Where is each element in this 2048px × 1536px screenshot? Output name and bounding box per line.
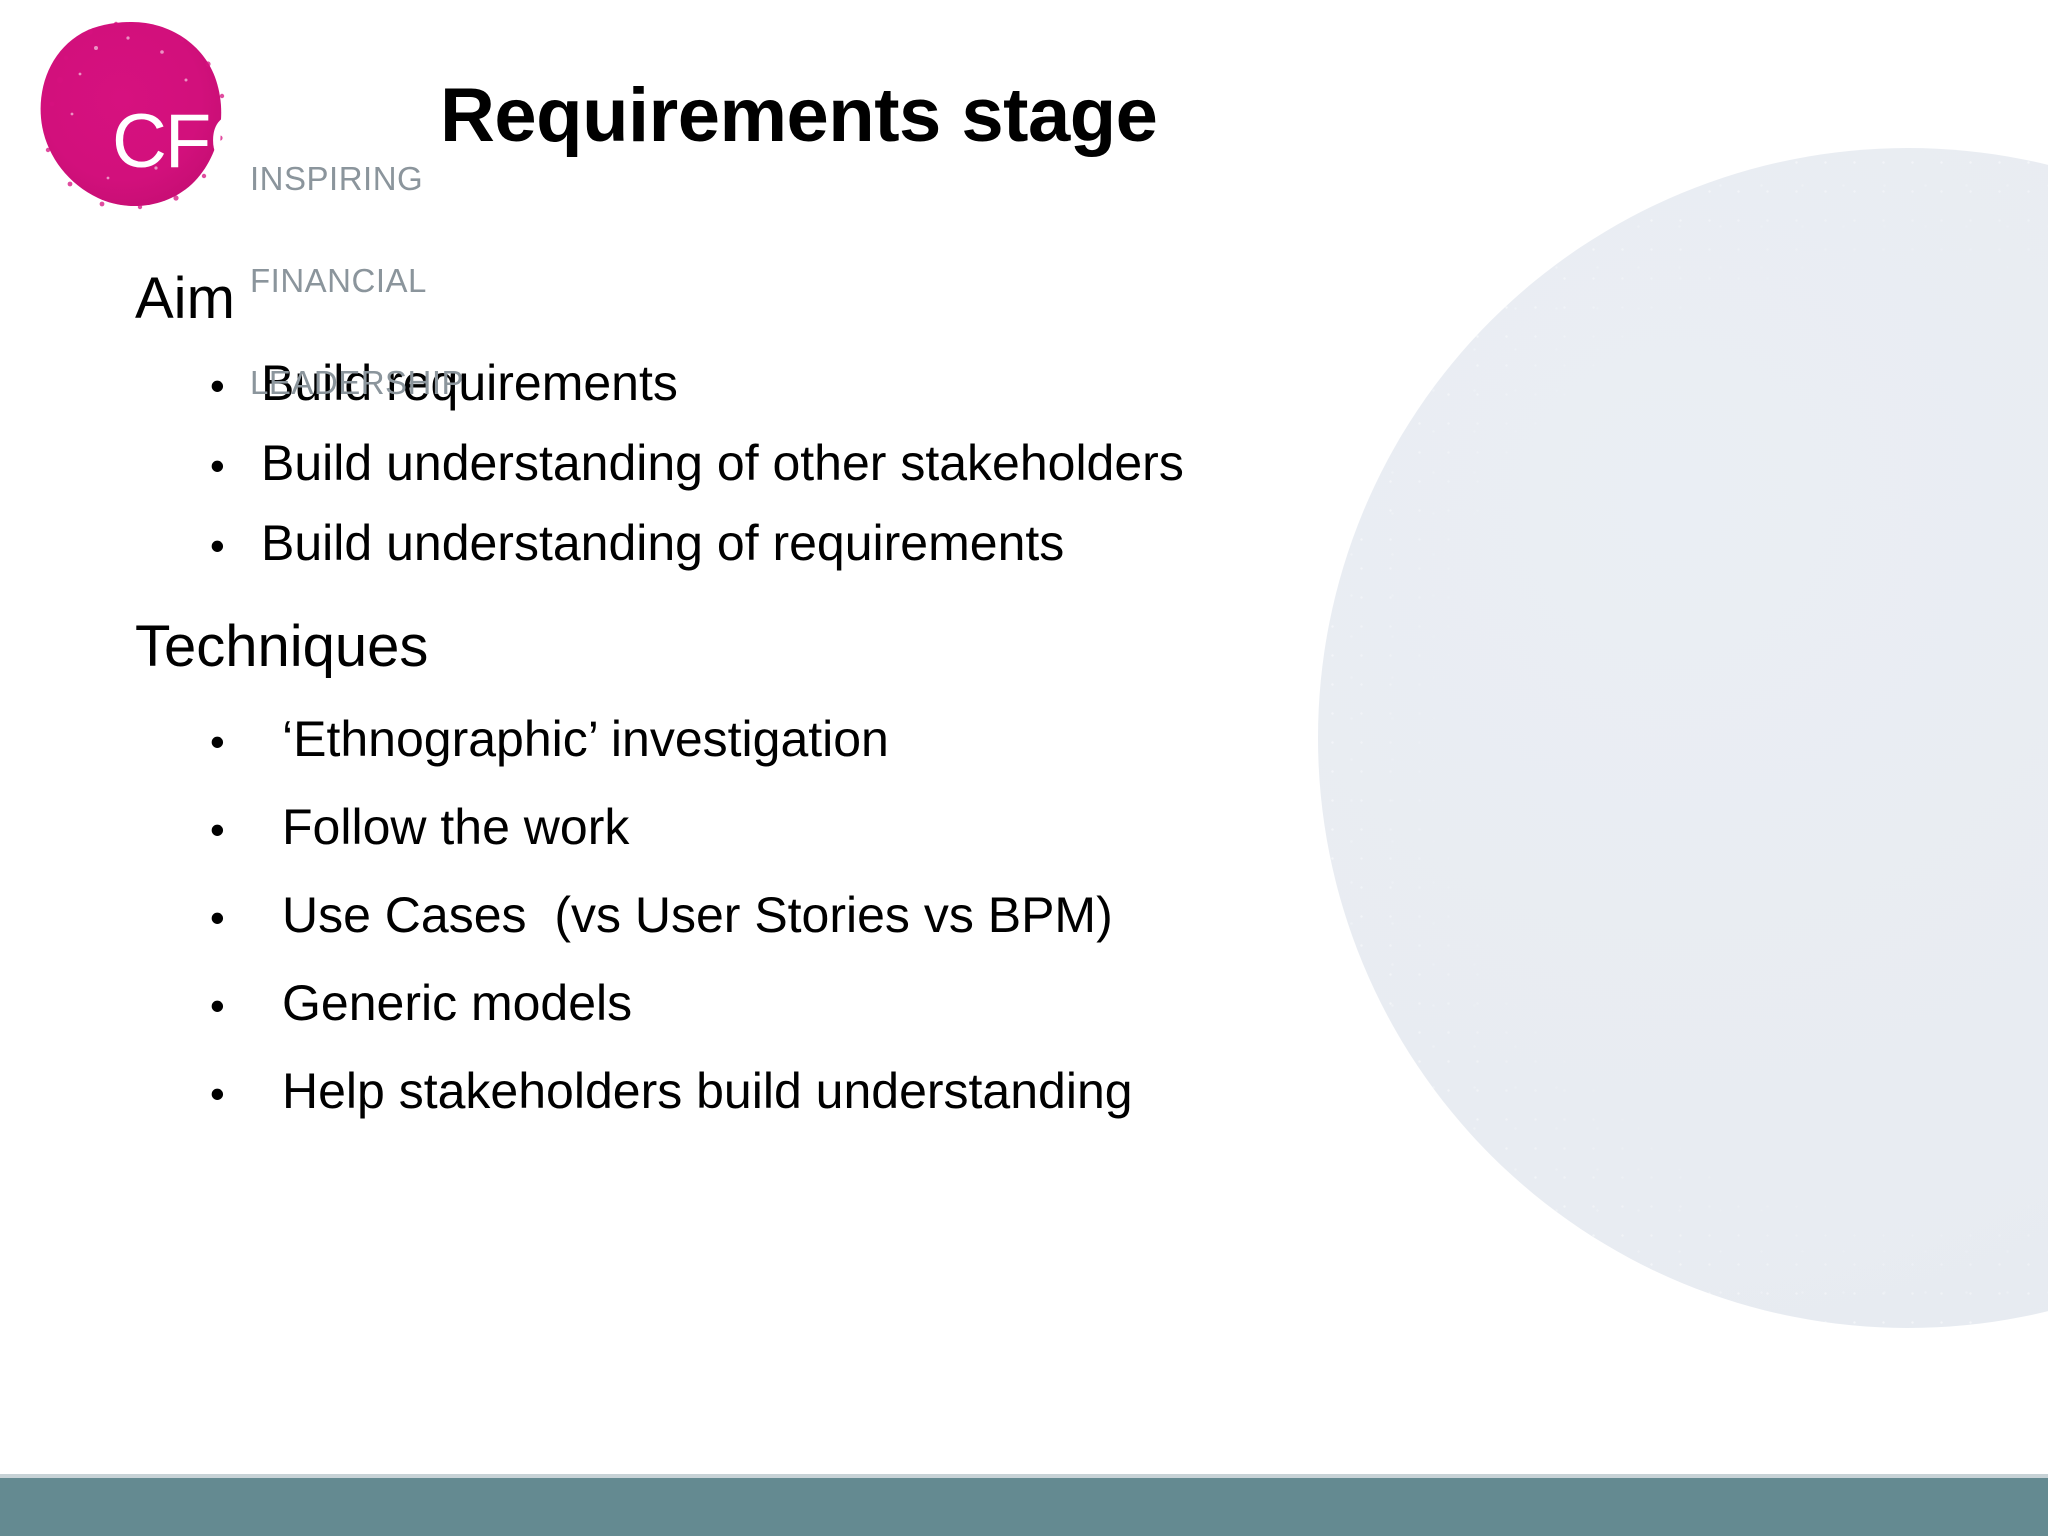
group-heading: Techniques: [135, 614, 429, 679]
bullet-dot-icon: •: [210, 522, 225, 569]
bullet-text: Use Cases (vs User Stories vs BPM): [282, 887, 1113, 943]
bullet-item: • Generic models: [210, 978, 1500, 1028]
bullet-item: • Use Cases (vs User Stories vs BPM): [210, 890, 1500, 940]
logo-tagline: INSPIRING FINANCIAL LEADERSHIP: [250, 94, 464, 468]
logo-tagline-line-1: INSPIRING: [250, 160, 424, 197]
content-group-techniques: Techniques • ‘Ethnographic’ investigatio…: [0, 614, 1500, 1117]
bullet-dot-icon: •: [210, 982, 225, 1029]
bullet-item: • Follow the work: [210, 802, 1500, 852]
content-group-aim: Aim • Build requirements • Build underst…: [0, 266, 1500, 569]
bullet-item: • Build understanding of requirements: [210, 518, 1500, 568]
bullet-text: Follow the work: [282, 799, 630, 855]
bullet-dot-icon: •: [210, 442, 225, 489]
bullet-item: • Help stakeholders build understanding: [210, 1066, 1500, 1116]
logo-tagline-line-3: LEADERSHIP: [250, 364, 465, 401]
slide-body: Aim • Build requirements • Build underst…: [0, 266, 1500, 1117]
slide-title: Requirements stage: [440, 73, 1158, 158]
bullet-dot-icon: •: [210, 894, 225, 941]
bullet-text: Build understanding of requirements: [261, 515, 1065, 571]
bullet-item: • Build requirements: [210, 358, 1500, 408]
bullet-dot-icon: •: [210, 806, 225, 853]
footer-hairline: [0, 1474, 2048, 1478]
bullet-dot-icon: •: [210, 362, 225, 409]
cfg-logo-blob-icon: [40, 21, 225, 210]
group-heading: Aim: [135, 266, 235, 331]
bullet-text: Help stakeholders build understanding: [282, 1063, 1133, 1119]
bullet-text: Build understanding of other stakeholder…: [261, 435, 1184, 491]
cfg-logo: CFG INSPIRING FINANCIAL LEADERSHIP: [36, 18, 464, 400]
footer-bar: [0, 1478, 2048, 1536]
bullet-item: • Build understanding of other stakehold…: [210, 438, 1500, 488]
logo-tagline-line-2: FINANCIAL: [250, 262, 427, 299]
bullet-item: • ‘Ethnographic’ investigation: [210, 714, 1500, 764]
bullet-dot-icon: •: [210, 1070, 225, 1117]
bullet-text: Build requirements: [261, 355, 678, 411]
bullet-text: ‘Ethnographic’ investigation: [282, 711, 889, 767]
bullet-dot-icon: •: [210, 718, 225, 765]
bullet-text: Generic models: [282, 975, 633, 1031]
